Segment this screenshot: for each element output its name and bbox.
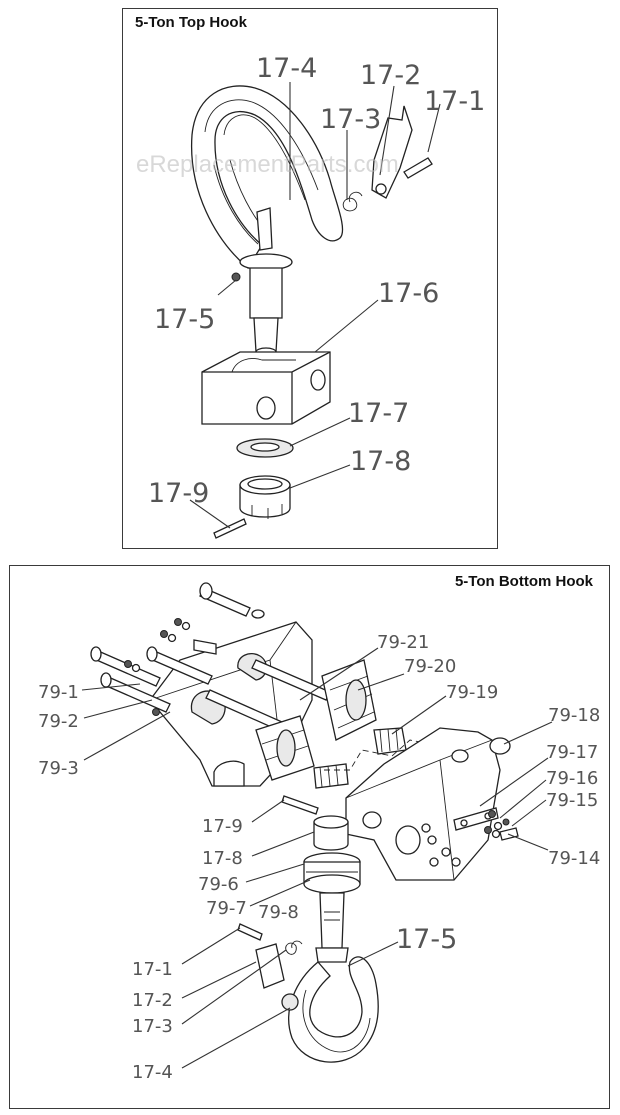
- callout-17-2-bottom: 17-2: [132, 990, 173, 1011]
- top-hook-title: 5-Ton Top Hook: [135, 14, 247, 31]
- callout-17-7: 17-7: [348, 398, 409, 429]
- callout-17-3-bottom: 17-3: [132, 1016, 173, 1037]
- watermark: eReplacementParts.com: [136, 151, 399, 178]
- callout-17-1-bottom: 17-1: [132, 959, 173, 980]
- callout-17-6: 17-6: [378, 278, 439, 309]
- callout-79-2: 79-2: [38, 711, 79, 732]
- bottom-hook-title: 5-Ton Bottom Hook: [454, 573, 593, 590]
- top-hook-panel: 5-Ton Top Hook: [122, 8, 498, 549]
- callout-17-4-bottom: 17-4: [132, 1062, 173, 1083]
- top-hook-assembly: [190, 85, 433, 539]
- callout-17-9-bottom: 17-9: [202, 816, 243, 837]
- callout-79-16: 79-16: [546, 768, 598, 789]
- callout-79-19: 79-19: [446, 682, 498, 703]
- callout-79-1: 79-1: [38, 682, 79, 703]
- callout-17-4: 17-4: [256, 53, 317, 84]
- callout-79-6: 79-6: [198, 874, 239, 895]
- callout-79-8: 79-8: [258, 902, 299, 923]
- top-callouts: 17-4 17-2 17-1 17-3 17-5 17-6 17-7 17-8 …: [148, 53, 485, 509]
- callout-17-1: 17-1: [424, 86, 485, 117]
- callout-79-15: 79-15: [546, 790, 598, 811]
- bottom-hook-assembly: [90, 582, 519, 1063]
- callout-17-8-bottom: 17-8: [202, 848, 243, 869]
- callout-17-3: 17-3: [320, 104, 381, 135]
- callout-17-5-bottom: 17-5: [396, 924, 457, 955]
- callout-79-3: 79-3: [38, 758, 79, 779]
- callout-17-2: 17-2: [360, 60, 421, 91]
- bottom-callouts: 79-21 79-20 79-19 79-18 79-17 79-16 79-1…: [38, 632, 600, 1083]
- callout-79-7: 79-7: [206, 898, 247, 919]
- callout-79-14: 79-14: [548, 848, 600, 869]
- callout-79-18: 79-18: [548, 705, 600, 726]
- callout-17-9: 17-9: [148, 478, 209, 509]
- callout-79-21: 79-21: [377, 632, 429, 653]
- callout-17-5: 17-5: [154, 304, 215, 335]
- callout-79-20: 79-20: [404, 656, 456, 677]
- top-leader-lines: [189, 82, 441, 529]
- bottom-leader-lines: [81, 647, 553, 1069]
- callout-17-8: 17-8: [350, 446, 411, 477]
- callout-79-17: 79-17: [546, 742, 598, 763]
